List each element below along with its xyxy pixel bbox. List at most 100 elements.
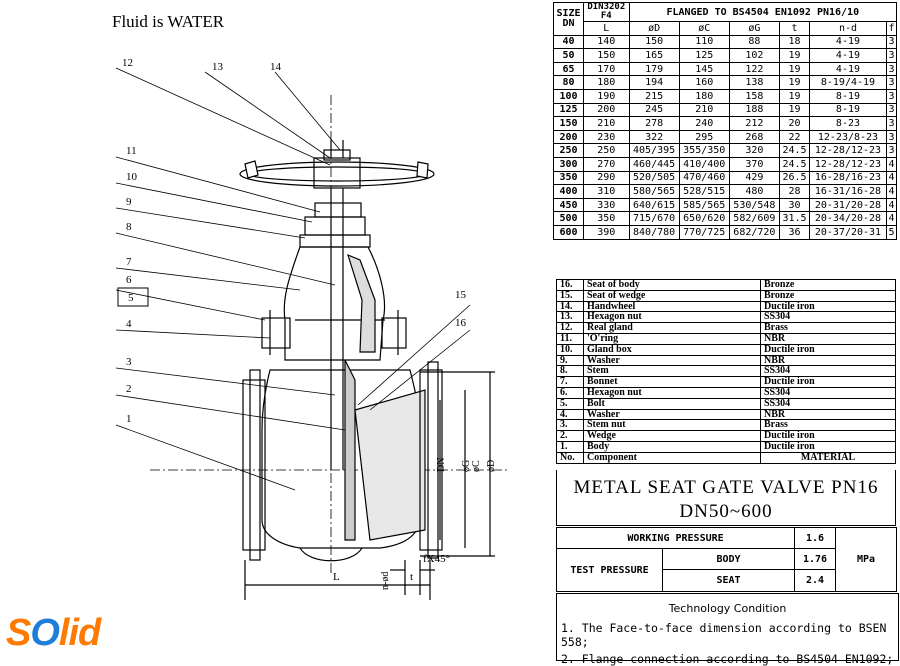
- dim-G: øG: [461, 460, 472, 472]
- dimension-cell: 28: [778, 184, 811, 199]
- dimension-cell: 530/548: [728, 197, 780, 213]
- pressure-unit: MPa: [835, 527, 897, 592]
- header-din: DIN3202 F4: [583, 2, 630, 22]
- callout-3: 3: [126, 356, 132, 368]
- header-nd: n-d: [809, 21, 887, 36]
- dimension-cell: 16-31/16-28: [809, 184, 887, 199]
- bom-cell: Hexagon nut: [583, 386, 761, 399]
- dimension-cell: 4: [885, 211, 898, 226]
- bom-cell: 2.: [556, 430, 584, 442]
- callout-6: 6: [126, 274, 132, 286]
- body-label: BODY: [662, 548, 795, 570]
- bom-cell: 13.: [556, 311, 584, 324]
- dimension-cell: 650/620: [678, 211, 730, 226]
- dimension-cell: 180: [678, 88, 730, 104]
- seat-label: SEAT: [662, 569, 795, 592]
- dimension-cell: 150: [628, 34, 680, 50]
- header-G: øG: [728, 21, 780, 36]
- tech-line-2: 2. Flange connection according to BS4504…: [561, 652, 894, 666]
- dimension-cell: 4: [885, 156, 898, 172]
- dimension-cell: 19: [778, 61, 811, 77]
- dimension-cell: 150: [552, 116, 585, 131]
- dimension-cell: 188: [728, 102, 780, 118]
- header-f: f: [885, 21, 898, 36]
- dimension-cell: 322: [628, 129, 680, 145]
- dimension-cell: 480: [728, 184, 780, 199]
- bom-cell: NBR: [760, 354, 896, 367]
- bom-cell: 3.: [556, 419, 584, 432]
- title-line2: DN50~600: [679, 501, 773, 522]
- dimension-cell: 24.5: [778, 156, 811, 172]
- dimension-cell: 140: [583, 34, 630, 50]
- dimension-cell: 268: [728, 129, 780, 145]
- dimension-cell: 585/565: [678, 197, 730, 213]
- dimension-cell: 12-28/12-23: [809, 143, 887, 158]
- dimension-cell: 310: [583, 184, 630, 199]
- header-C: øC: [678, 21, 730, 36]
- bom-cell: 12.: [556, 322, 584, 334]
- bom-cell: Bronze: [760, 279, 896, 291]
- bom-cell: Gland box: [583, 343, 761, 356]
- bom-header-no: No.: [556, 451, 584, 464]
- dim-C: øC: [471, 460, 482, 472]
- dimension-cell: 190: [583, 88, 630, 104]
- dimension-cell: 102: [728, 48, 780, 63]
- dimension-cell: 715/670: [628, 211, 680, 226]
- dimension-cell: 250: [583, 143, 630, 158]
- bom-cell: Ductile iron: [760, 430, 896, 442]
- bom-cell: 15.: [556, 289, 584, 302]
- dimension-cell: 30: [778, 197, 811, 213]
- dimension-cell: 4: [885, 170, 898, 186]
- header-L: L: [583, 21, 630, 36]
- dimension-cell: 12-28/12-23: [809, 156, 887, 172]
- solid-logo: SOlid: [6, 612, 101, 654]
- dimension-cell: 230: [583, 129, 630, 145]
- pressure-table: WORKING PRESSURE 1.6 MPa TEST PRESSURE B…: [556, 527, 897, 592]
- dimension-cell: 215: [628, 88, 680, 104]
- dimension-cell: 200: [583, 102, 630, 118]
- dimension-cell: 520/505: [628, 170, 680, 186]
- body-value: 1.76: [794, 548, 836, 570]
- bom-cell: 6.: [556, 386, 584, 399]
- callout-15: 15: [455, 289, 467, 301]
- dimension-cell: 125: [552, 102, 585, 118]
- dim-D: øD: [486, 460, 497, 472]
- seat-value: 2.4: [794, 569, 836, 592]
- dimension-cell: 355/350: [678, 143, 730, 158]
- working-pressure-value: 1.6: [794, 527, 836, 549]
- technology-condition: Technology Condition 1. The Face-to-face…: [556, 593, 899, 666]
- dimension-cell: 20: [778, 116, 811, 131]
- dimension-cell: 8-19: [809, 88, 887, 104]
- callout-7: 7: [126, 256, 132, 268]
- dimension-cell: 4-19: [809, 48, 887, 63]
- bom-cell: Real gland: [583, 322, 761, 334]
- bom-cell: 8.: [556, 365, 584, 378]
- dimension-cell: 12-23/8-23: [809, 129, 887, 145]
- bom-cell: Wedge: [583, 430, 761, 442]
- dimension-cell: 278: [628, 116, 680, 131]
- bom-cell: SS304: [760, 397, 896, 410]
- bom-cell: SS304: [760, 311, 896, 324]
- dimension-cell: 390: [583, 224, 630, 240]
- dimension-cell: 36: [778, 224, 811, 240]
- dimension-cell: 528/515: [678, 184, 730, 199]
- dimension-cell: 170: [583, 61, 630, 77]
- dim-DN: DN: [436, 458, 447, 472]
- dimension-cell: 3: [885, 102, 898, 118]
- dimension-cell: 245: [628, 102, 680, 118]
- bom-cell: Bronze: [760, 289, 896, 302]
- bom-cell: NBR: [760, 332, 896, 345]
- bom-cell: Ductile iron: [760, 376, 896, 388]
